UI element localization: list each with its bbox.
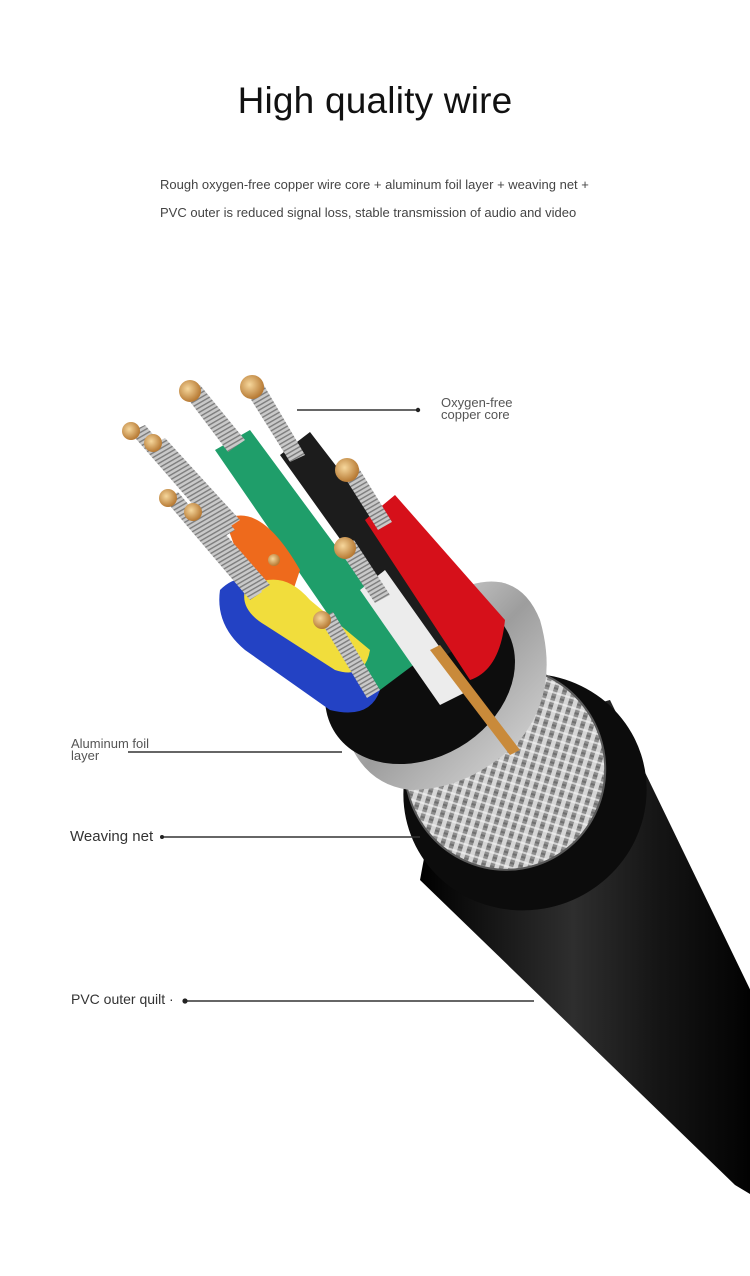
callout-copper-core-line1: Oxygen-free xyxy=(441,395,513,410)
callout-aluminum-foil-line2: layer xyxy=(71,748,100,763)
description-line-2: PVC outer is reduced signal loss, stable… xyxy=(160,205,577,220)
page-title: High quality wire xyxy=(237,80,513,121)
callout-copper-core: Oxygen-free copper core xyxy=(441,395,513,422)
inner-conductors xyxy=(215,430,520,755)
copper-core-ends xyxy=(122,375,359,629)
callout-weaving-net: Weaving net xyxy=(70,828,154,845)
callout-aluminum-foil: Aluminum foil layer xyxy=(71,736,150,763)
copper-strands xyxy=(130,382,392,698)
callout-leaders xyxy=(128,407,534,1004)
callout-copper-core-line2: copper core xyxy=(441,407,510,422)
callout-aluminum-foil-line1: Aluminum foil xyxy=(71,736,150,751)
callout-pvc-outer: PVC outer quilt · xyxy=(71,991,174,1007)
description-line-1: Rough oxygen-free copper wire core + alu… xyxy=(160,177,589,192)
